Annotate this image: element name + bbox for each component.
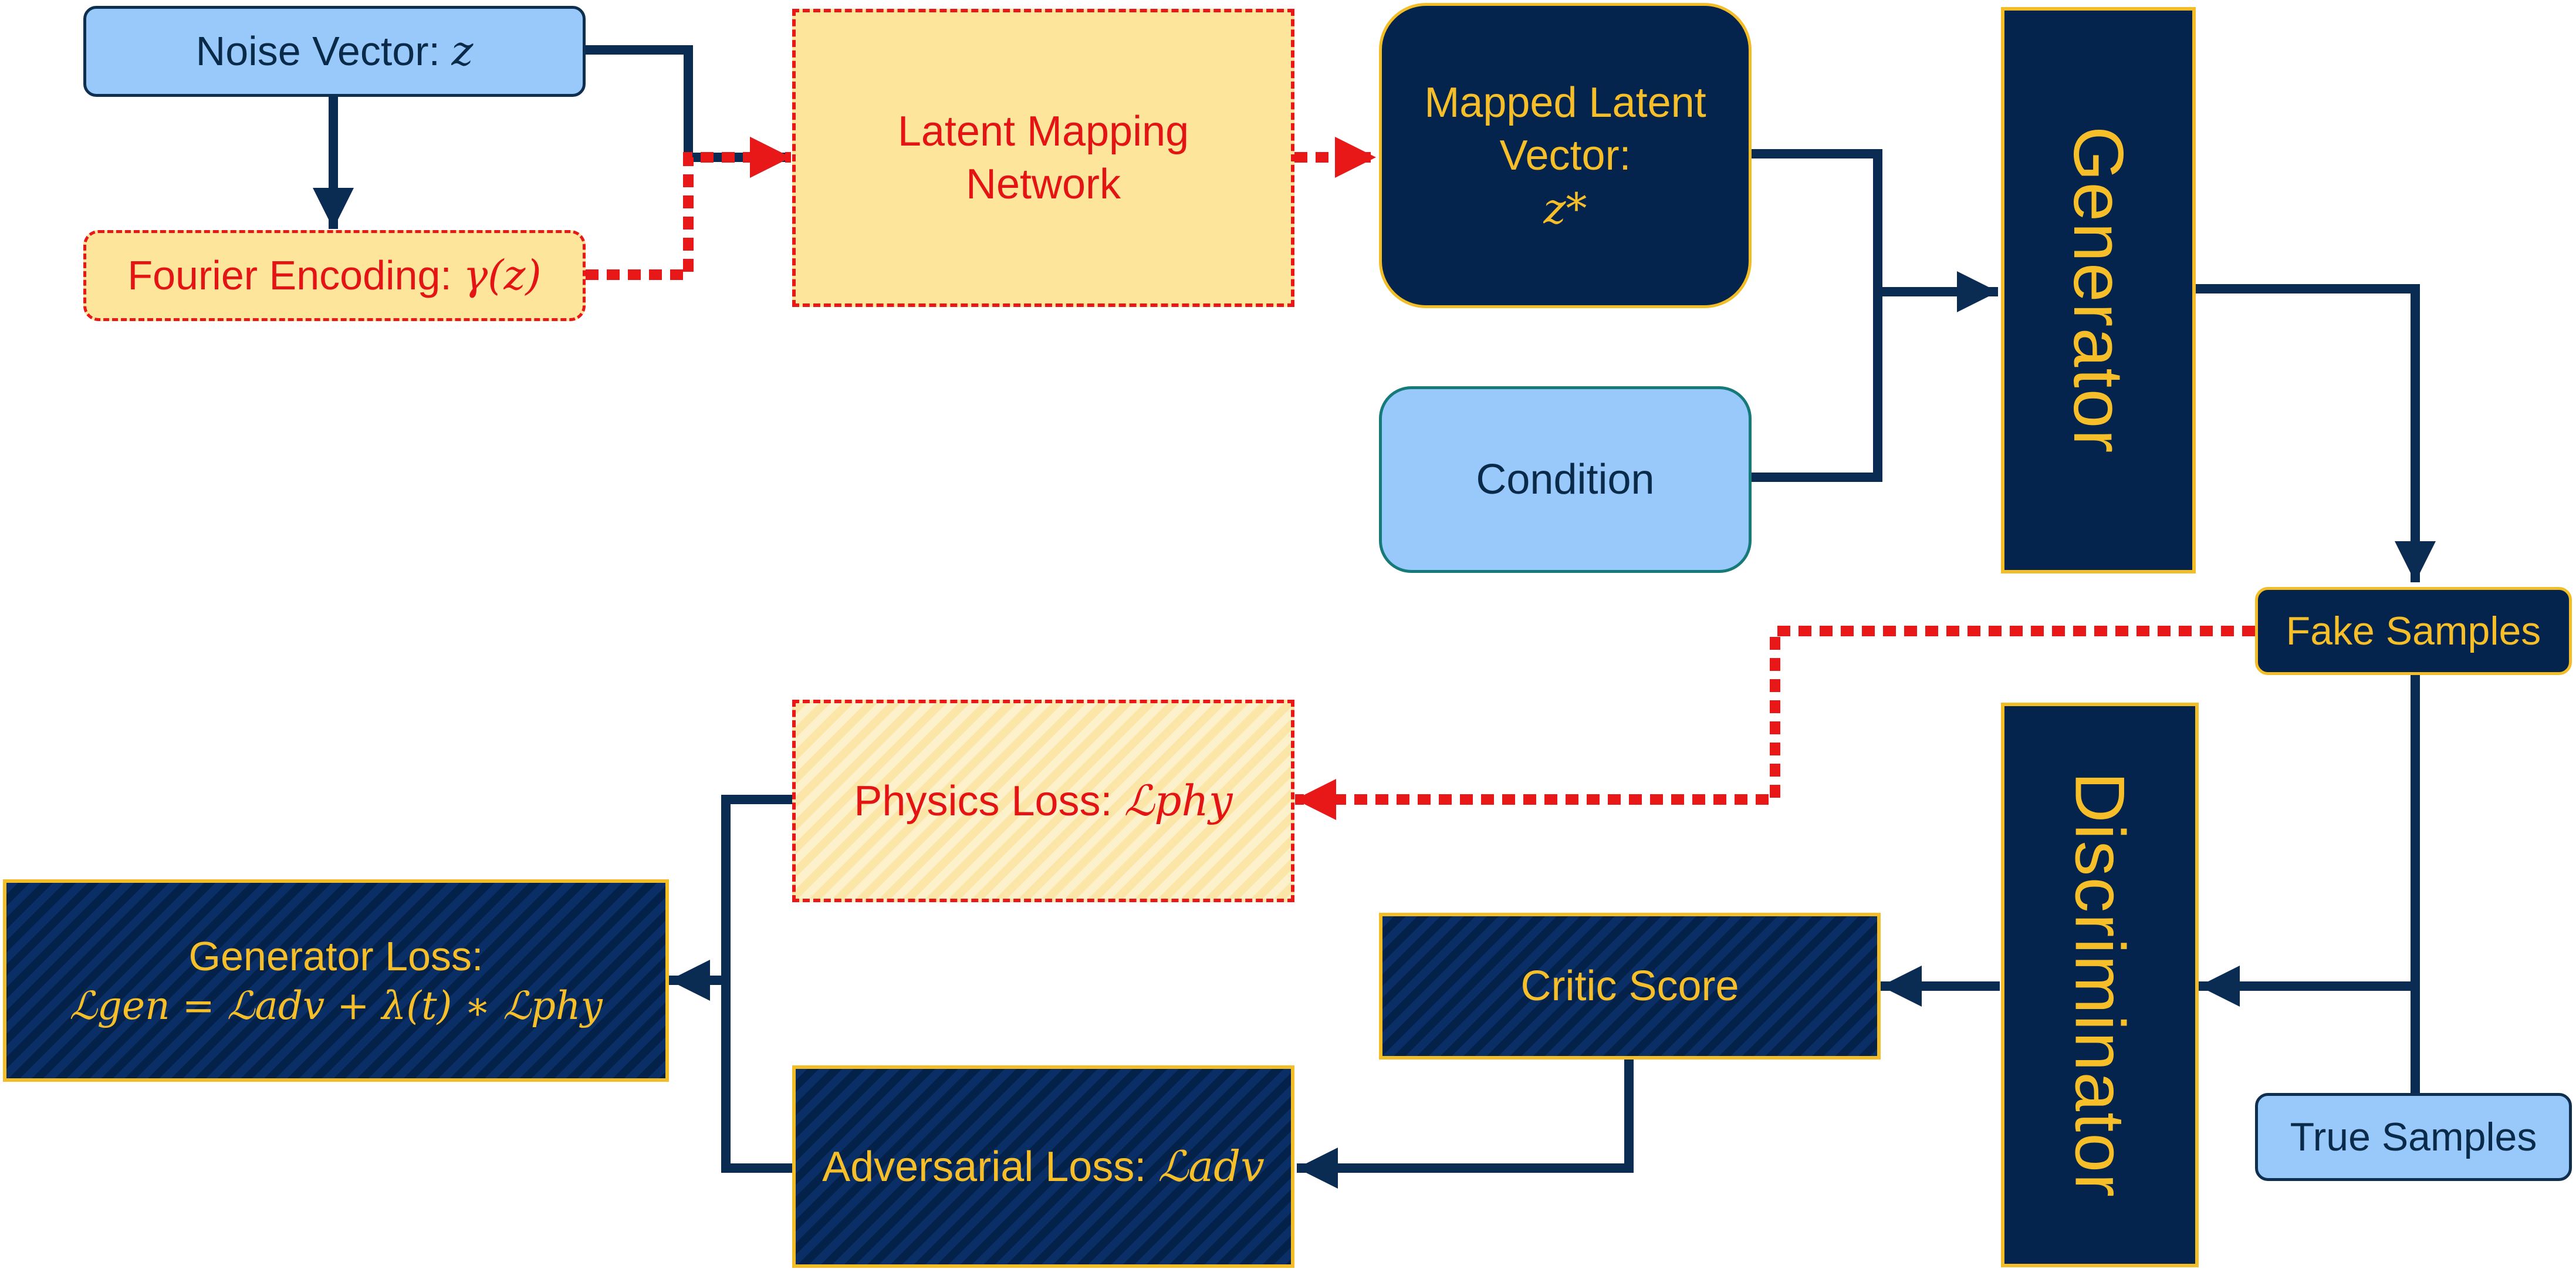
generator-node: Generator <box>2001 7 2196 573</box>
fourier-encoding-var: γ(z) <box>463 251 542 299</box>
noise-vector-label: Noise Vector: <box>195 28 452 74</box>
fourier-encoding-node: Fourier Encoding: γ(z) <box>83 230 586 321</box>
physics-loss-node: Physics Loss: ℒphy <box>792 700 1294 902</box>
edge-condition-to-generator <box>1752 292 1882 482</box>
latent-mapping-line1: Latent Mapping <box>897 108 1189 155</box>
mapped-latent-line1: Mapped Latent <box>1424 79 1706 126</box>
physics-loss-label: Physics Loss: <box>854 778 1124 825</box>
mapped-latent-var: z* <box>1543 184 1587 233</box>
fake-samples-node: Fake Samples <box>2255 587 2572 675</box>
fake-samples-label: Fake Samples <box>2286 608 2541 653</box>
critic-score-label: Critic Score <box>1520 963 1739 1010</box>
generator-loss-formula: ℒgen = ℒadv + λ(t) ∗ ℒphy <box>69 983 603 1028</box>
edge-physics-to-genloss <box>669 795 792 1001</box>
edge-fourier-to-mapping <box>586 137 791 280</box>
condition-node: Condition <box>1379 386 1752 573</box>
latent-mapping-node: Latent Mapping Network <box>792 9 1294 307</box>
true-samples-label: True Samples <box>2290 1114 2537 1159</box>
mapped-latent-line2: Vector: <box>1499 132 1631 179</box>
edge-noise-to-mapping <box>586 45 791 178</box>
condition-label: Condition <box>1476 456 1655 503</box>
discriminator-label: Discriminator <box>2060 771 2139 1199</box>
edge-fake-to-discriminator <box>2199 675 2420 1007</box>
adversarial-loss-label: Adversarial Loss: <box>822 1143 1158 1190</box>
edge-fake-to-physics <box>1295 626 2255 820</box>
noise-vector-var: z <box>451 26 474 75</box>
generator-loss-title: Generator Loss: <box>188 933 484 979</box>
edge-critic-to-adversarial <box>1297 1060 1634 1189</box>
edge-mapped-to-generator <box>1752 149 1998 312</box>
critic-score-node: Critic Score <box>1379 913 1881 1060</box>
adversarial-loss-node: Adversarial Loss: ℒadv <box>792 1065 1294 1268</box>
discriminator-node: Discriminator <box>2001 703 2199 1267</box>
adversarial-loss-var: ℒadv <box>1158 1142 1265 1191</box>
true-samples-node: True Samples <box>2255 1093 2572 1181</box>
noise-vector-node: Noise Vector: z <box>83 6 586 97</box>
mapped-latent-node: Mapped Latent Vector: z* <box>1379 3 1752 308</box>
edge-generator-to-fake <box>2196 284 2436 582</box>
edge-adversarial-to-genloss <box>721 980 792 1173</box>
latent-mapping-line2: Network <box>965 161 1121 208</box>
generator-loss-node: Generator Loss: ℒgen = ℒadv + λ(t) ∗ ℒph… <box>3 879 669 1082</box>
physics-loss-var: ℒphy <box>1124 776 1233 825</box>
fourier-encoding-label: Fourier Encoding: <box>127 252 464 298</box>
generator-label: Generator <box>2059 126 2138 454</box>
